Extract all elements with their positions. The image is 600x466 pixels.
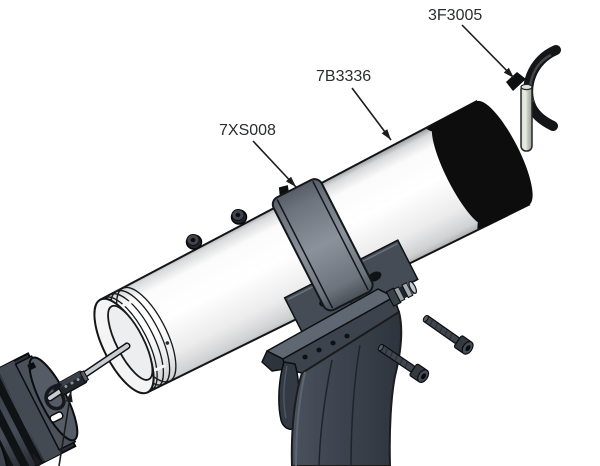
barrel-end-cap — [426, 100, 533, 229]
retaining-pin — [520, 83, 533, 152]
latch-wire — [44, 383, 66, 411]
air-inlet-fitting — [385, 280, 418, 307]
leader-line-7XS008 — [252, 140, 297, 188]
hex-nut — [230, 208, 248, 225]
pistol-grip — [290, 310, 403, 466]
leader-line-cropped-label-2 — [58, 390, 73, 466]
rod-coupling — [56, 370, 90, 396]
block-hole — [344, 333, 350, 339]
barrel-vent-hole — [165, 341, 170, 345]
mounting-screw — [419, 311, 476, 357]
part-labels: 3F3005 7B3336 7XS008 — [219, 7, 482, 139]
callout-leaders — [32, 24, 515, 466]
block-hole — [330, 340, 336, 346]
part-label-7B3336: 7B3336 — [316, 68, 371, 85]
part-label-3F3005: 3F3005 — [428, 7, 482, 24]
block-hole — [302, 354, 308, 360]
collar-clamp — [271, 178, 374, 312]
part-label-7XS008: 7XS008 — [219, 122, 276, 139]
leader-line-7B3336 — [351, 87, 392, 141]
hex-nut — [185, 233, 203, 250]
leader-line-cropped-label-1 — [32, 453, 42, 466]
front-cap-slot — [49, 411, 64, 423]
block-hole — [316, 347, 322, 353]
leader-line-3F3005 — [461, 24, 515, 79]
front-cap — [0, 352, 79, 466]
